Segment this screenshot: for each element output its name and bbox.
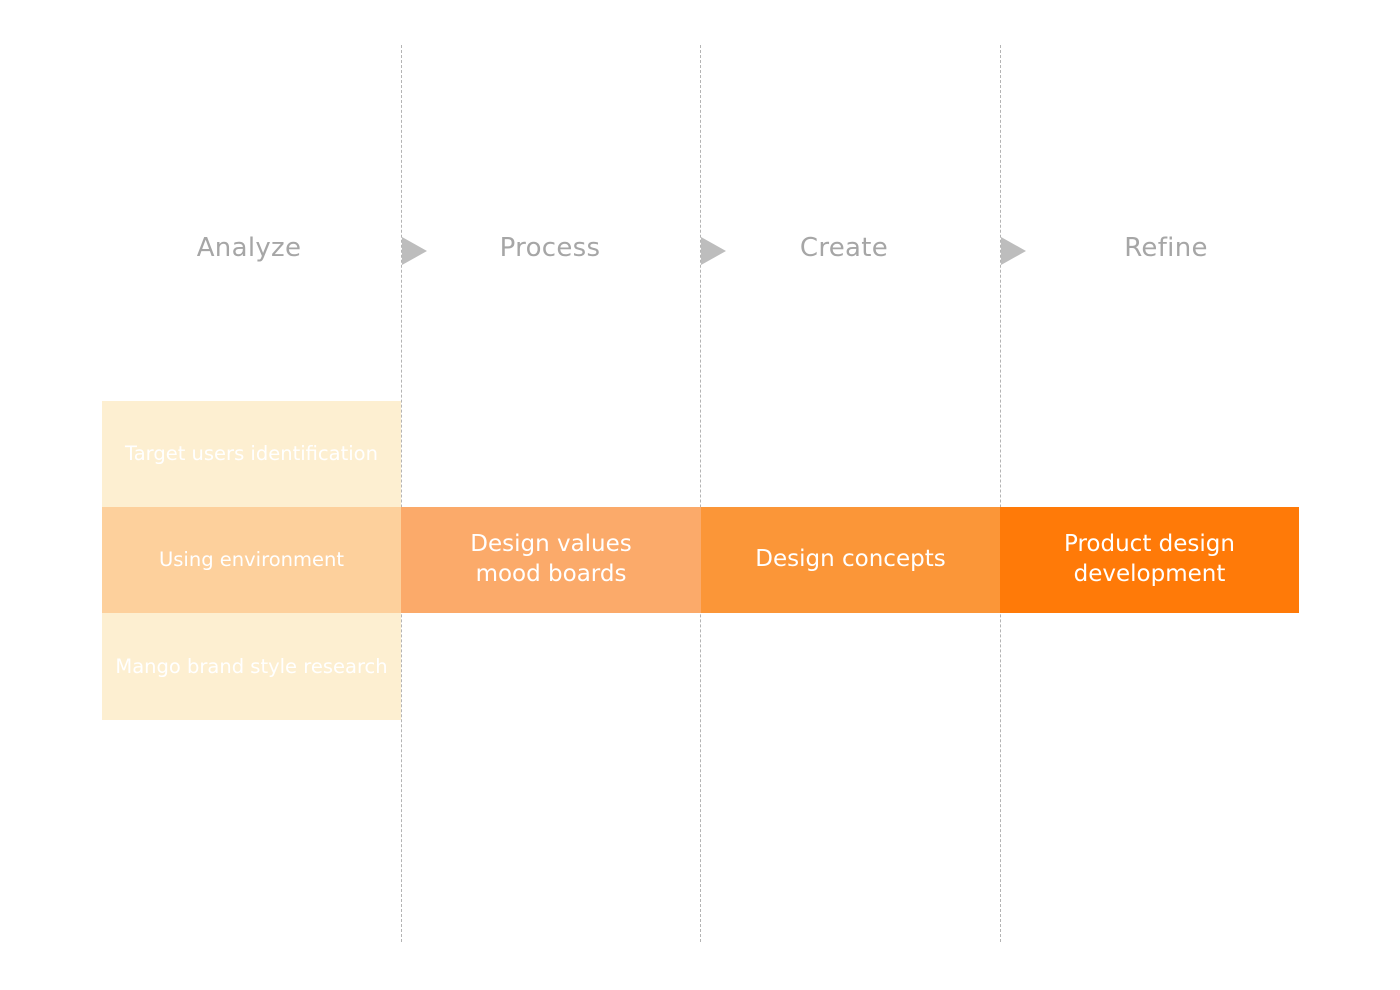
phase-title-process: Process [499,233,601,263]
analyze-item-brand-research: Mango brand style research [102,613,401,720]
column-divider-1 [401,45,402,942]
analyze-item-label: Mango brand style research [115,654,388,678]
step-design-values: Design values mood boards [401,507,701,613]
step-label: Design values mood boards [470,531,632,587]
column-divider-3 [1000,45,1001,942]
analyze-item-target-users: Target users identification [102,401,401,507]
analyze-item-label: Using environment [159,548,344,572]
step-product-development: Product design development [1000,507,1299,613]
phase-arrow-icon [701,237,726,265]
phase-title-create: Create [799,233,889,263]
phase-arrow-icon [402,237,427,265]
phase-arrow-icon [1001,237,1026,265]
phase-title-refine: Refine [1124,233,1208,263]
analyze-item-label: Target users identification [125,442,378,466]
step-label: Product design development [1064,531,1235,587]
step-design-concepts: Design concepts [701,507,1000,613]
analyze-item-using-environment: Using environment [102,507,401,613]
phase-title-analyze: Analyze [196,233,302,263]
step-label: Design concepts [755,546,946,573]
column-divider-2 [700,45,701,942]
